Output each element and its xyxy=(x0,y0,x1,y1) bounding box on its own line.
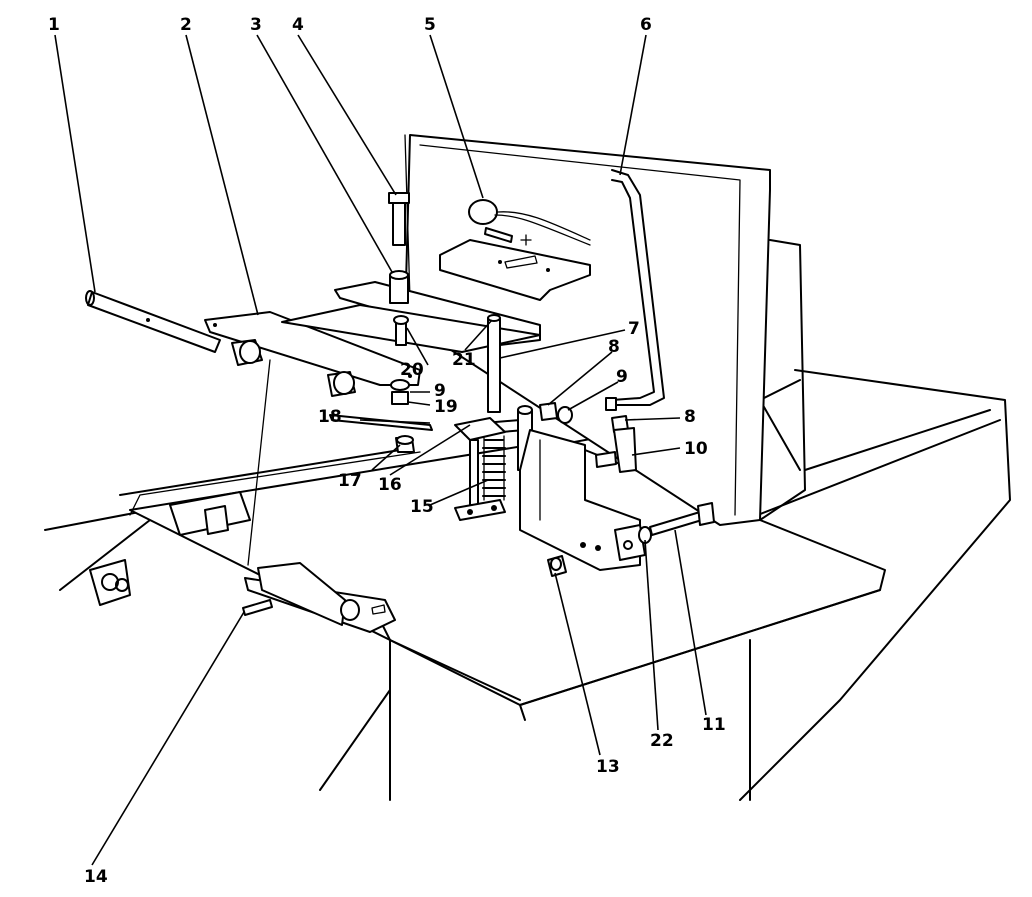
leader-22 xyxy=(644,539,659,731)
callout-17: 17 xyxy=(338,471,362,491)
leader-17 xyxy=(371,444,401,471)
leader-20 xyxy=(406,327,429,366)
part-1-rod xyxy=(85,290,221,353)
callout-5: 5 xyxy=(424,15,436,35)
callout-21: 21 xyxy=(452,350,476,370)
leader-18 xyxy=(359,419,431,424)
callout-9b: 9 xyxy=(434,381,446,401)
callout-10: 10 xyxy=(684,439,708,459)
right-bracket xyxy=(329,402,715,577)
callout-6: 6 xyxy=(640,15,652,35)
leader-2 xyxy=(185,34,259,316)
leader-6 xyxy=(619,34,647,176)
callout-1: 1 xyxy=(48,15,60,35)
callout-8b: 8 xyxy=(684,407,696,427)
callout-22: 22 xyxy=(650,731,674,751)
callout-11: 11 xyxy=(702,715,726,735)
leader-19 xyxy=(407,401,431,406)
leader-5 xyxy=(429,34,484,199)
callout-2: 2 xyxy=(180,15,192,35)
part-2-lever xyxy=(204,311,421,566)
leader-10 xyxy=(631,447,681,456)
leader-lines xyxy=(54,34,707,866)
callout-9a: 9 xyxy=(616,367,628,387)
leader-15 xyxy=(429,479,489,506)
callout-20: 20 xyxy=(400,360,424,380)
leader-3 xyxy=(256,34,393,273)
callout-15: 15 xyxy=(410,497,434,517)
callout-14: 14 xyxy=(84,867,108,887)
leader-4 xyxy=(297,34,397,196)
leader-14 xyxy=(91,611,245,866)
callout-18: 18 xyxy=(318,407,342,427)
callout-19: 19 xyxy=(434,397,458,417)
leader-13 xyxy=(554,572,601,756)
top-bracket xyxy=(439,199,591,301)
callout-4: 4 xyxy=(292,15,304,35)
callout-3: 3 xyxy=(250,15,262,35)
leader-16 xyxy=(389,424,471,476)
leader-21 xyxy=(464,319,493,351)
leader-7 xyxy=(499,329,626,359)
callout-8a: 8 xyxy=(608,337,620,357)
part-6-bent-rod xyxy=(605,169,665,411)
leader-9a xyxy=(567,381,619,411)
lower-hinge xyxy=(242,562,396,633)
leader-11 xyxy=(674,529,707,716)
callout-7: 7 xyxy=(628,319,640,339)
callout-13: 13 xyxy=(596,757,620,777)
leader-8b xyxy=(624,417,681,421)
callout-labels: 1 2 3 4 5 6 7 8 9 9 8 10 18 19 20 21 17 … xyxy=(48,15,726,887)
leader-8a xyxy=(547,351,613,406)
leader-1 xyxy=(54,34,96,293)
callout-16: 16 xyxy=(378,475,402,495)
